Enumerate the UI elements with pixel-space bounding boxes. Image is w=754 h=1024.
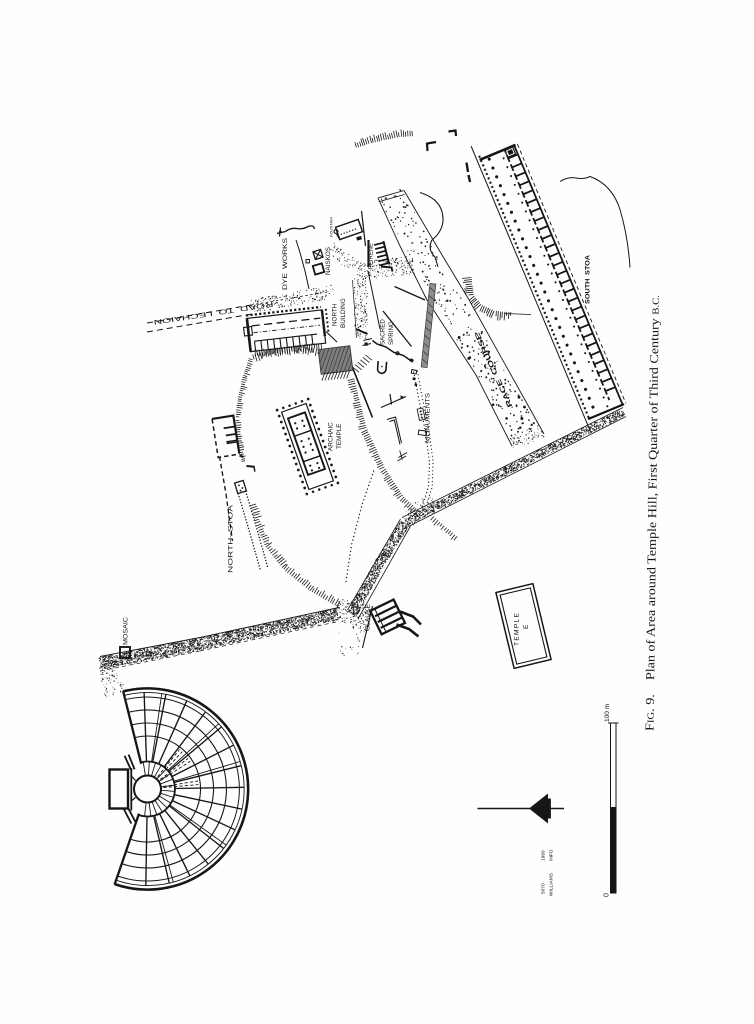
svg-text:DYE WORKS: DYE WORKS [282, 237, 289, 290]
svg-text:ARCHAIC: ARCHAIC [328, 422, 335, 451]
svg-text:INFO: INFO [549, 849, 555, 861]
svg-text:TEMPLE: TEMPLE [336, 423, 343, 449]
svg-text:100 m: 100 m [604, 704, 611, 722]
svg-text:PEIRENE: PEIRENE [368, 243, 375, 269]
svg-text:FIG. 9. Plan of Area around Te: FIG. 9. Plan of Area around Temple Hill,… [643, 295, 662, 731]
svg-text:WILLIAMS: WILLIAMS [549, 873, 555, 896]
svg-text:GLAUKE: GLAUKE [365, 604, 372, 631]
svg-text:NORTH–STOA: NORTH–STOA [228, 504, 235, 573]
svg-text:BUILDING: BUILDING [340, 298, 347, 328]
svg-text:NORTH: NORTH [332, 303, 339, 326]
svg-text:NAISKOS: NAISKOS [325, 247, 332, 275]
svg-text:SACRED: SACRED [380, 319, 387, 345]
svg-text:E: E [523, 624, 530, 629]
svg-text:TEMPLE: TEMPLE [514, 612, 521, 646]
svg-text:1969: 1969 [541, 850, 547, 861]
svg-text:5070: 5070 [541, 883, 547, 894]
svg-text:SPRING: SPRING [388, 321, 395, 345]
svg-text:MONUMENTS: MONUMENTS [425, 393, 432, 443]
svg-text:MOSAIC: MOSAIC [123, 616, 130, 645]
svg-text:SOUTH STOA: SOUTH STOA [585, 255, 592, 304]
svg-text:FOUNTAIN: FOUNTAIN [329, 217, 334, 237]
svg-text:0: 0 [604, 893, 611, 897]
